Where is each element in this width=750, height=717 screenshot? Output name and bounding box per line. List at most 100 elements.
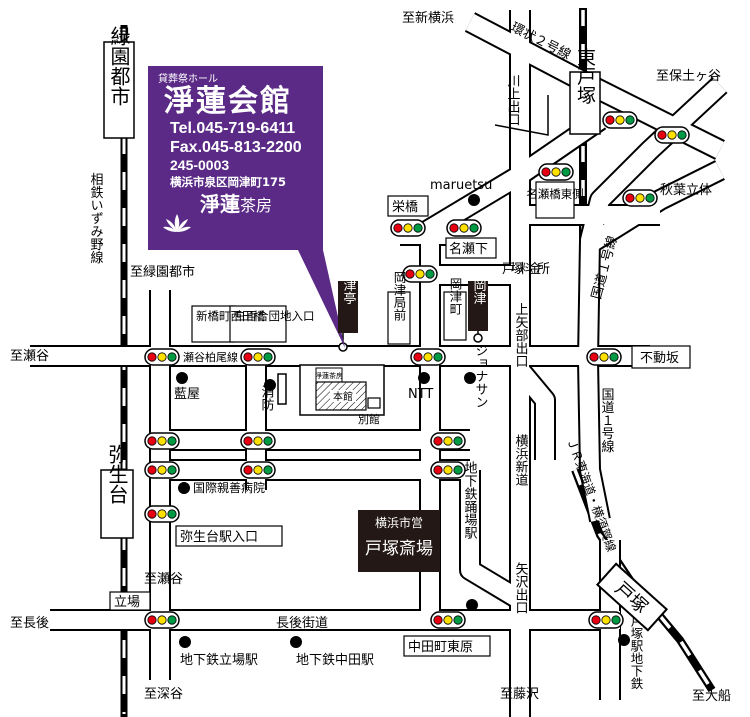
lotus-icon <box>163 214 191 232</box>
signal-light <box>433 465 443 475</box>
label-okatsu-kyomae: 岡津局前 <box>392 271 407 321</box>
jonasan-dot <box>464 372 476 384</box>
label-nakadacho-higashihara: 中田町東原 <box>408 639 473 655</box>
signal-light <box>157 465 167 475</box>
traffic-signal <box>144 505 180 523</box>
signal-light <box>253 352 263 362</box>
signal-light <box>453 615 463 625</box>
signal-light <box>415 269 425 279</box>
label-saijo-small: 横浜市営 <box>375 515 423 530</box>
signal-light <box>611 615 621 625</box>
label-kawakami-deguchi: 川上出口 <box>505 74 521 126</box>
traffic-signal <box>390 219 426 237</box>
tachiba-sta-dot <box>179 636 191 648</box>
label-nasehashi-higashi: 名瀬橋東側 <box>526 187 584 201</box>
traffic-signal <box>144 611 180 629</box>
label-fudozaka: 不動坂 <box>640 351 679 366</box>
traffic-signal <box>144 432 180 450</box>
signal-light <box>167 465 177 475</box>
poi-dots <box>176 194 630 648</box>
signal-light <box>263 436 273 446</box>
label-odoriba-station: 地下鉄踊場駅 <box>462 461 478 540</box>
traffic-signal <box>240 432 276 450</box>
ad-hall-name: 淨蓮会館 <box>164 84 292 119</box>
label-nagago-kaido: 長後街道 <box>276 616 328 631</box>
signal-light <box>147 352 157 362</box>
signal-light <box>615 115 625 125</box>
label-to-seya: 至瀬谷 <box>10 349 49 364</box>
label-to-hodogaya: 至保土ヶ谷 <box>656 69 721 84</box>
label-tachiba-station: 地下鉄立場駅 <box>180 653 258 668</box>
shobo-dot <box>264 379 276 391</box>
label-to-fukaya: 至深谷 <box>144 687 183 702</box>
shoho-mark-label: 淨蓮茶房 <box>315 371 343 380</box>
ad-brand-sub: 茶房 <box>240 196 273 215</box>
odoriba-dot <box>466 599 478 611</box>
signal-light <box>625 193 635 203</box>
nakada-sta-dot <box>290 636 302 648</box>
traffic-signal <box>240 348 276 366</box>
traffic-signal <box>410 348 446 366</box>
ramp-arrow <box>494 95 549 136</box>
signal-light <box>443 436 453 446</box>
signal-light <box>243 465 253 475</box>
boxed-labels: 緑園都市 弥生台 東戸塚 岡津亭 岡津局前 岡津町 下岡津 <box>100 26 691 657</box>
signal-light <box>433 615 443 625</box>
label-saijo-big: 戸塚斎場 <box>365 539 433 559</box>
traffic-signal <box>586 348 622 366</box>
ad-fax: Fax.045-813-2200 <box>170 139 302 156</box>
traffic-signal <box>588 611 624 629</box>
label-totsuka-subway: 戸塚駅地下鉄 <box>629 615 644 690</box>
signal-light <box>263 465 273 475</box>
signal-light <box>601 615 611 625</box>
label-to-ofuna: 至大船 <box>692 689 731 704</box>
label-jonasan: ジョナサン <box>473 344 488 409</box>
signal-light <box>589 352 599 362</box>
label-shinbashicho: 新橋町西田橋 <box>196 309 265 323</box>
signal-light <box>453 465 463 475</box>
signal-light <box>167 352 177 362</box>
label-shirayuri: 白百合団地入口 <box>234 309 315 323</box>
signal-light <box>147 465 157 475</box>
totsuka-sta-dot <box>618 634 630 646</box>
label-sotetsu: 相鉄いずみ野線 <box>88 173 104 264</box>
signal-light <box>443 615 453 625</box>
traffic-signal <box>402 265 438 283</box>
maruetsu-dot <box>468 194 480 206</box>
label-shobo: 消防 <box>259 385 275 411</box>
label-to-midorienshi: 至緑園都市 <box>130 264 195 280</box>
signal-light <box>413 352 423 362</box>
signal-light <box>147 615 157 625</box>
signal-light <box>157 615 167 625</box>
label-maruetsu: maruetsu <box>430 178 492 193</box>
label-shimo-okatsu: 下岡津 <box>471 266 487 305</box>
signal-light <box>157 509 167 519</box>
label-totsuka-ryokinsho: 戸塚料金所 <box>502 261 550 277</box>
traffic-signal <box>240 461 276 479</box>
hall-advertisement: 貸葬祭ホール 淨蓮会館 Tel.045-719-6411 Fax.045-813… <box>148 66 323 250</box>
signal-light <box>157 436 167 446</box>
traffic-signal <box>538 163 574 181</box>
signal-light <box>677 130 687 140</box>
ad-subtitle: 貸葬祭ホール <box>158 74 218 85</box>
signal-light <box>625 115 635 125</box>
signal-light <box>433 436 443 446</box>
signal-light <box>469 223 479 233</box>
signal-light <box>253 465 263 475</box>
signal-light <box>599 352 609 362</box>
ad-brand-main: 淨蓮 <box>200 192 240 216</box>
signal-light <box>243 436 253 446</box>
label-yazawa-deguchi: 矢沢出口 <box>513 562 529 614</box>
signal-light <box>147 436 157 446</box>
traffic-signal <box>430 432 466 450</box>
traffic-signal <box>430 461 466 479</box>
signal-light <box>605 115 615 125</box>
label-yayoidai-entrance: 弥生台駅入口 <box>180 529 258 545</box>
signal-light <box>167 509 177 519</box>
traffic-signal <box>430 611 466 629</box>
signal-light <box>167 436 177 446</box>
label-naseshita: 名瀬下 <box>449 241 488 257</box>
signal-light <box>157 352 167 362</box>
